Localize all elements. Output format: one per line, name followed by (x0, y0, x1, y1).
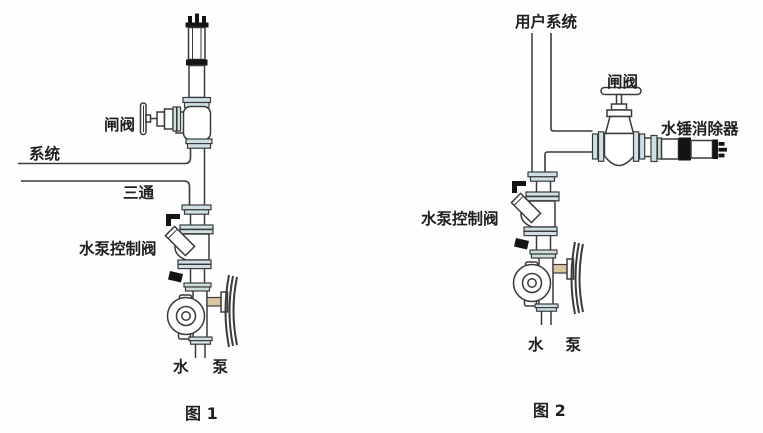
figure2-diagram: 用户系统 闸阀 水锤消除器 水泵控制阀 水泵 图 2 (421, 12, 739, 420)
label-gate-valve: 闸阀 (607, 72, 638, 91)
label-user-system: 用户系统 (515, 12, 578, 31)
label-pump-control-valve: 水泵控制阀 (79, 239, 157, 258)
pump-control-valve-and-pump (164, 204, 238, 359)
label-pump: 水泵 (173, 357, 252, 376)
water-hammer-eliminator (650, 134, 727, 163)
gate-valve (139, 102, 182, 136)
figure1-caption: 图 1 (185, 404, 218, 423)
label-pump: 水泵 (528, 335, 603, 354)
label-system: 系统 (29, 144, 61, 163)
system-pipe (18, 148, 206, 205)
label-water-hammer-eliminator: 水锤消除器 (661, 119, 739, 138)
figure1-diagram: 闸阀 系统 三通 水泵控制阀 水泵 图 1 (18, 13, 252, 423)
tee-fitting (175, 105, 213, 149)
water-hammer-arrester-vertical (182, 13, 212, 109)
user-system-pipe (531, 33, 593, 172)
label-tee: 三通 (123, 184, 155, 202)
figure2-caption: 图 2 (533, 401, 566, 420)
gate-valve (591, 86, 646, 167)
label-gate-valve: 闸阀 (104, 115, 135, 134)
label-pump-control-valve: 水泵控制阀 (421, 209, 499, 228)
pump-control-valve-and-pump (510, 171, 584, 326)
